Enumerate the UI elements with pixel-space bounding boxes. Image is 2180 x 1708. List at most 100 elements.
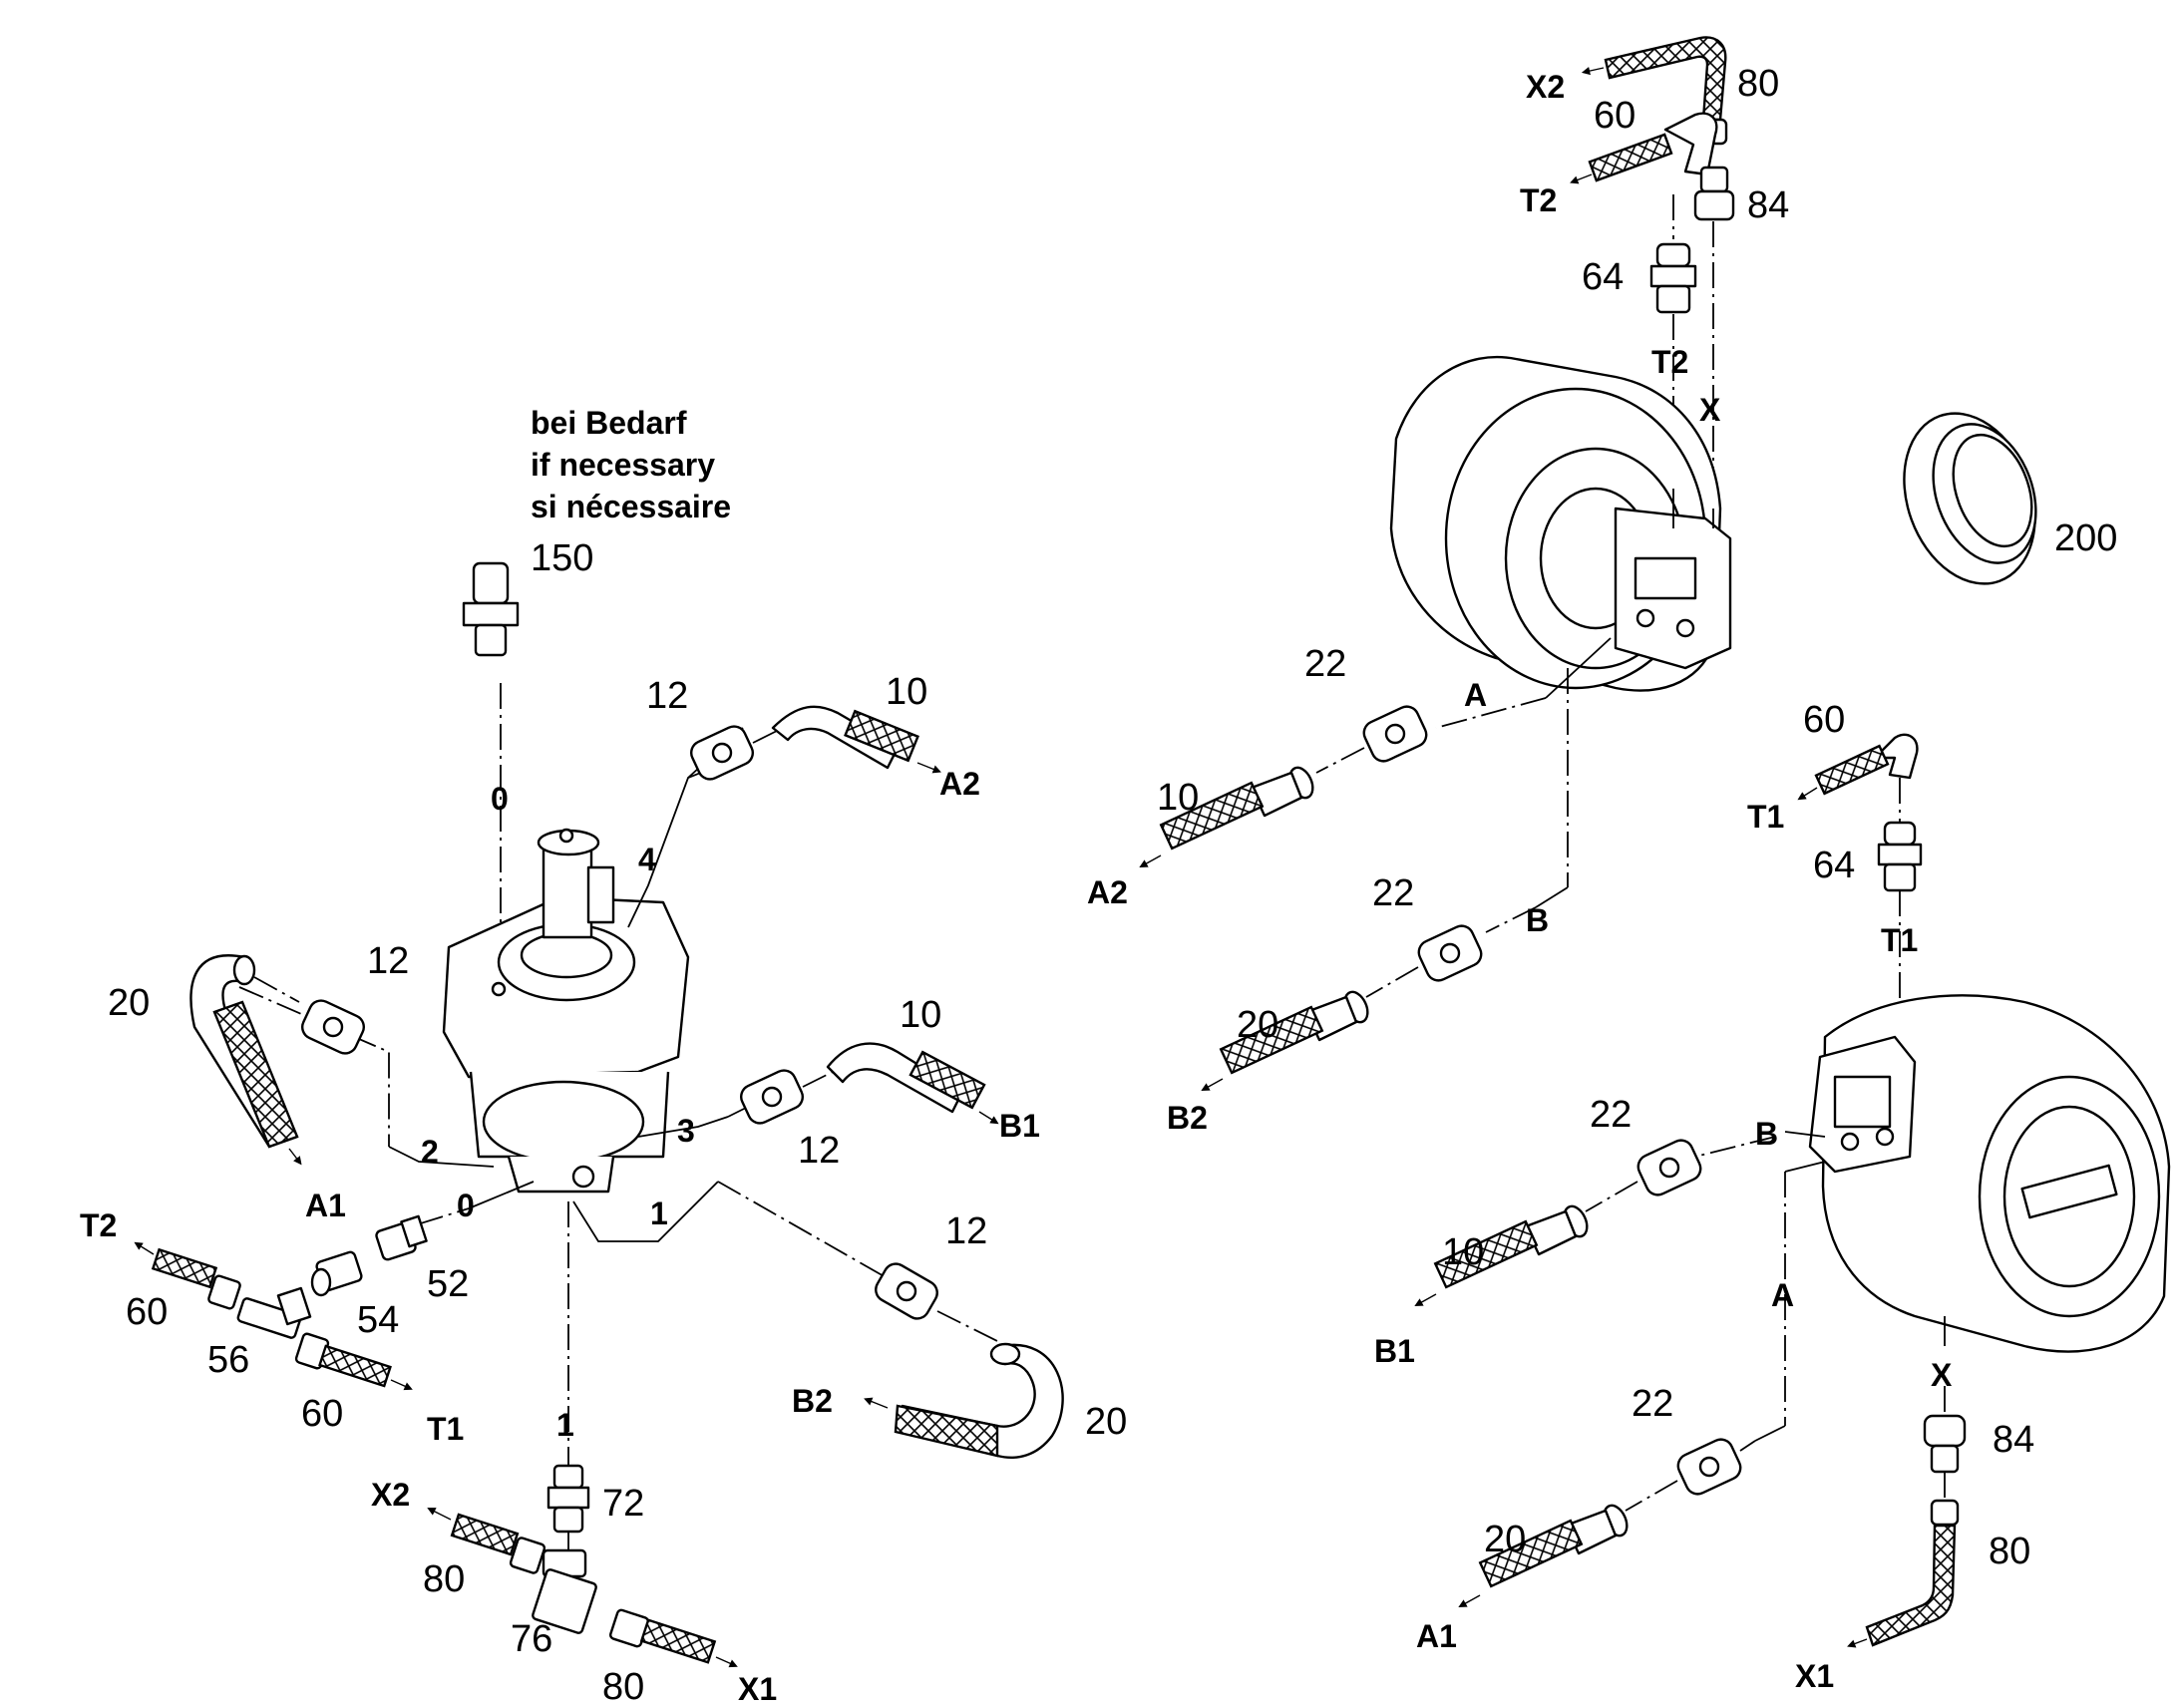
travel-drive-upper-icon [1389, 355, 1732, 692]
label-56: 56 [207, 1339, 249, 1381]
label-54: 54 [357, 1299, 399, 1341]
flange-22-b-upper-icon [1417, 924, 1483, 982]
label-150: 150 [531, 537, 593, 579]
label-12-top: 12 [646, 675, 688, 717]
flange-22-b-lower-icon [1636, 1139, 1702, 1196]
flange-12-top-icon [690, 725, 754, 781]
label-22-b-lower: 22 [1632, 1383, 1673, 1425]
label-X1-lower: X1 [1795, 1658, 1834, 1694]
hose-80-lower-icon [1865, 1499, 1960, 1647]
label-84-lower: 84 [1993, 1419, 2034, 1461]
elbow-60-upper-icon [1588, 112, 1718, 182]
hose-20-upper-icon [1219, 990, 1369, 1075]
label-4: 4 [638, 842, 656, 877]
label-X-port-upper: X [1699, 392, 1721, 428]
label-1-side: 1 [650, 1196, 668, 1231]
label-12-right: 12 [798, 1130, 840, 1172]
label-72: 72 [602, 1483, 644, 1525]
label-60-a: 60 [126, 1291, 168, 1333]
tee-56-icon [236, 1286, 312, 1339]
hose-80-a-icon [450, 1513, 546, 1574]
label-84-upper: 84 [1747, 184, 1789, 226]
fitting-64-lower-icon [1877, 821, 1923, 892]
label-X-lower: X [1931, 1357, 1953, 1393]
label-10-right: 10 [900, 994, 941, 1036]
label-20-lower-right: 20 [1484, 1519, 1526, 1560]
label-A-lower: A [1771, 1277, 1794, 1313]
label-64-lower: 64 [1813, 845, 1855, 886]
fitting-72-icon [546, 1464, 590, 1534]
labels: bei Bedarf if necessary si nécessaire 15… [80, 63, 2117, 1708]
fitting-54-icon [310, 1250, 363, 1297]
travel-drive-lower-icon [1808, 994, 2171, 1353]
label-64-upper: 64 [1582, 256, 1624, 298]
label-22-a-upper: 22 [1304, 643, 1346, 685]
label-T1-port: T1 [1881, 922, 1918, 958]
fitting-84-upper-icon [1693, 166, 1735, 221]
travel-drive-lower-group [1414, 733, 2171, 1648]
label-0-bottom: 0 [457, 1188, 475, 1223]
label-20-left: 20 [108, 982, 150, 1024]
flange-22-a-lower-icon [1676, 1438, 1742, 1496]
flange-22-a-upper-icon [1362, 705, 1428, 763]
label-B-upper: B [1526, 902, 1549, 938]
swing-motor-icon [442, 828, 690, 1194]
flange-12-lower-icon [875, 1262, 938, 1320]
flange-12-right-icon [740, 1069, 804, 1125]
hose-80-b-icon [608, 1608, 717, 1664]
hose-10-upper-icon [1159, 766, 1314, 851]
label-T1-lower: T1 [1747, 799, 1784, 835]
swing-motor-group [134, 561, 1064, 1668]
label-A2-left: A2 [939, 766, 980, 802]
label-0-top: 0 [491, 781, 509, 817]
hose-10-top-icon [771, 705, 919, 770]
label-76: 76 [511, 1618, 552, 1660]
label-T2-port: T2 [1651, 344, 1688, 380]
hose-10-lower-icon [1433, 1204, 1589, 1289]
label-B2-upper: B2 [1167, 1100, 1208, 1136]
label-T2-upper: T2 [1520, 182, 1557, 218]
hose-60-a-icon [151, 1247, 241, 1310]
label-X1-left: X1 [738, 1671, 777, 1707]
label-22-b-upper: 22 [1372, 872, 1414, 914]
label-20-lower: 20 [1085, 1401, 1127, 1443]
label-T2-left: T2 [80, 1207, 117, 1243]
label-A1-left: A1 [305, 1188, 346, 1223]
flange-12-left-icon [301, 999, 365, 1055]
label-22-a-lower: 22 [1590, 1094, 1632, 1136]
label-80-lower: 80 [1989, 1531, 2030, 1572]
fitting-64-upper-icon [1649, 242, 1697, 314]
travel-drive-upper-group [1139, 36, 2037, 1092]
note-line-3: si nécessaire [531, 489, 731, 524]
label-X2-left: X2 [371, 1477, 410, 1513]
label-12-left: 12 [367, 940, 409, 982]
label-3: 3 [677, 1113, 695, 1149]
label-80-upper: 80 [1737, 63, 1779, 105]
label-B2-left: B2 [792, 1383, 833, 1419]
label-T1-left: T1 [427, 1411, 464, 1447]
note-line-1: bei Bedarf [531, 405, 687, 441]
label-20-upper: 20 [1237, 1004, 1278, 1046]
label-A2-upper: A2 [1087, 874, 1128, 910]
hose-60-b-icon [294, 1332, 392, 1388]
hose-10-right-icon [826, 1042, 986, 1114]
label-52: 52 [427, 1263, 469, 1305]
ring-200-icon [1903, 412, 2037, 585]
label-200: 200 [2054, 517, 2117, 559]
hose-20-lower-icon [894, 1342, 1064, 1459]
label-10-lower: 10 [1442, 1231, 1484, 1273]
label-A1-lower: A1 [1416, 1618, 1457, 1654]
label-10-upper: 10 [1157, 777, 1199, 819]
label-2: 2 [421, 1134, 439, 1170]
label-B1-left: B1 [999, 1108, 1040, 1144]
label-1-down: 1 [556, 1407, 574, 1443]
fitting-150-icon [462, 561, 520, 657]
label-60-upper: 60 [1594, 95, 1635, 137]
label-80-a: 80 [423, 1558, 465, 1600]
fitting-84-lower-icon [1923, 1414, 1967, 1474]
elbow-60-lower-icon [1814, 733, 1919, 796]
label-12-lower: 12 [945, 1210, 987, 1252]
hose-20-lower-right-icon [1478, 1504, 1629, 1588]
label-A-upper: A [1464, 677, 1487, 713]
